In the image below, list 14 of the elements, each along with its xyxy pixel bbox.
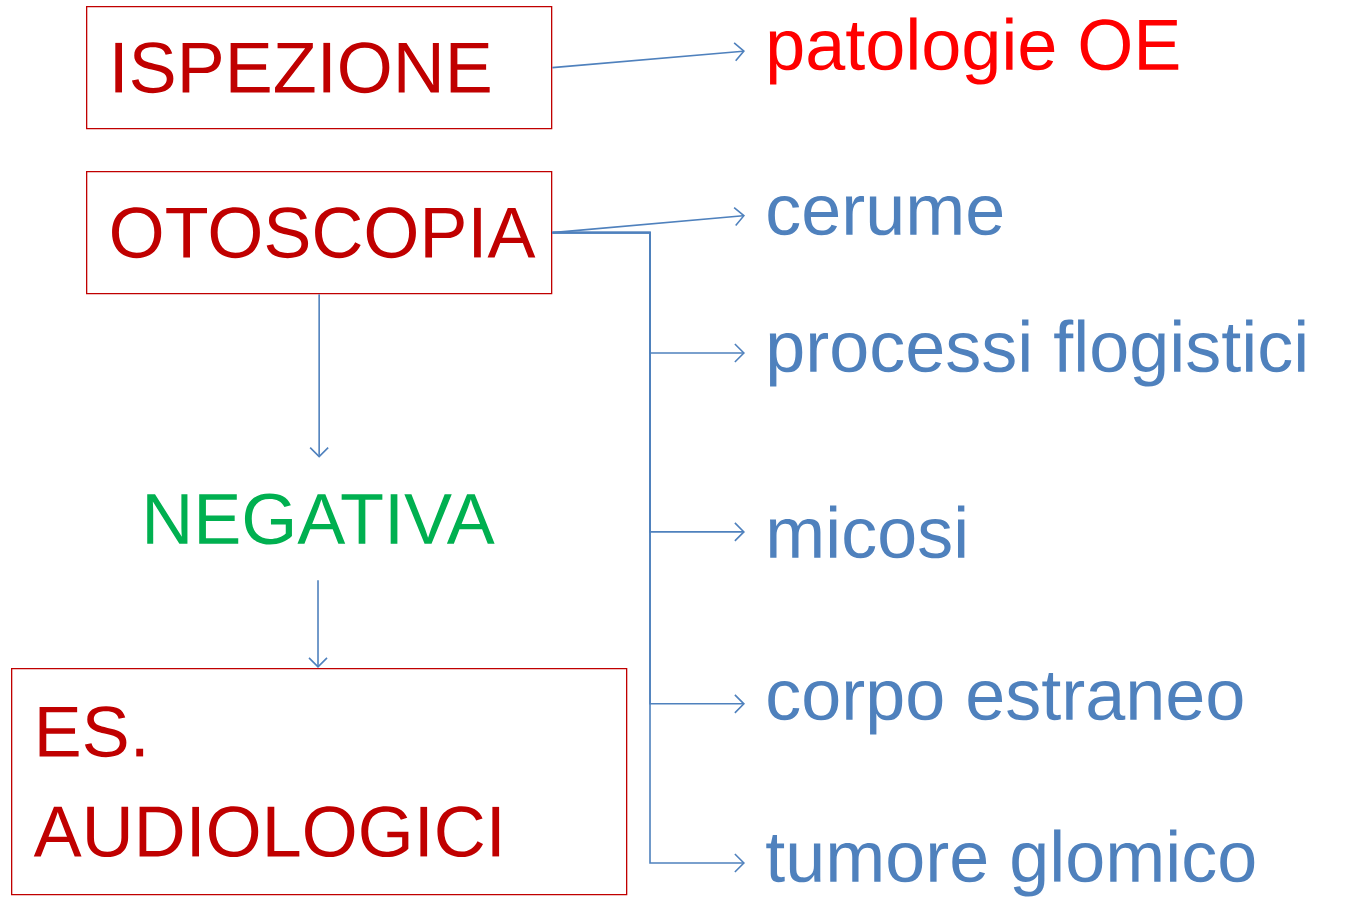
result-text: patologie OE bbox=[769, 17, 1179, 85]
arrow bbox=[308, 579, 328, 668]
arrow bbox=[551, 231, 745, 873]
arrow bbox=[551, 42, 745, 69]
process-box: ISPEZIONE bbox=[86, 5, 553, 130]
result-text: NEGATIVA bbox=[147, 493, 495, 545]
result-text: tumore glomico bbox=[766, 829, 1255, 897]
arrow bbox=[309, 293, 329, 458]
result-text: processi flogistici bbox=[769, 319, 1305, 387]
process-box: OTOSCOPIA bbox=[86, 171, 553, 295]
process-box: ES. AUDIOLOGICI bbox=[11, 668, 628, 896]
result-text: micosi bbox=[770, 505, 965, 559]
result-text: corpo estraneo bbox=[768, 673, 1243, 735]
result-text: cerume bbox=[768, 195, 1003, 236]
